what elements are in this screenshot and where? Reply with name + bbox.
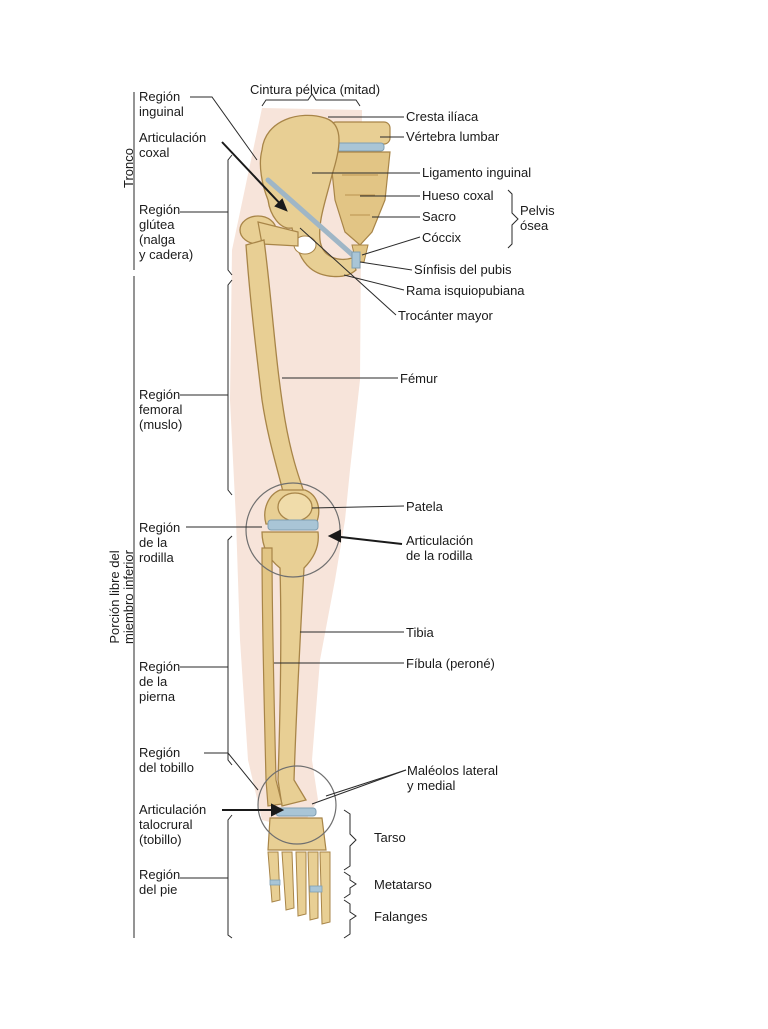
coccyx-label: Cóccix <box>422 230 462 245</box>
fibula-label: Fíbula (peroné) <box>406 656 495 671</box>
tibia-label: Tibia <box>406 625 434 640</box>
knee-joint-label: Articulación de la rodilla <box>406 533 474 563</box>
right-leader-lines <box>274 116 519 939</box>
iliac-crest-label: Cresta ilíaca <box>406 109 479 124</box>
malleoli-label: Maléolos lateral y medial <box>407 763 499 793</box>
lumbar-vertebra <box>329 121 391 152</box>
lumbar-vertebra-label: Vértebra lumbar <box>406 129 500 144</box>
ischiopubic-ramus-label: Rama isquiopubiana <box>406 283 525 298</box>
patella-label: Patela <box>406 499 443 514</box>
inguinal-ligament-label: Ligamento inguinal <box>422 165 532 180</box>
phalanges-label: Falanges <box>374 909 428 924</box>
inguinal-ligament <box>265 177 359 261</box>
left-region-brackets <box>133 92 262 939</box>
leg-region-label: Región de la pierna <box>139 659 181 704</box>
foot-bones <box>267 817 331 925</box>
femoral-region-label: Región femoral (muslo) <box>139 387 183 432</box>
femur-label: Fémur <box>400 371 438 386</box>
free-limb-label: Porción libre del miembro inferior <box>107 550 136 644</box>
patella-bone <box>277 492 313 522</box>
metatarsus-label: Metatarso <box>374 877 432 892</box>
bony-pelvis-label: Pelvis ósea <box>520 203 555 233</box>
tibia-bone <box>261 531 319 807</box>
tarsus-label: Tarso <box>374 830 406 845</box>
hip-bone-label: Hueso coxal <box>422 188 494 203</box>
leader-arrows <box>221 141 403 817</box>
pubic-symphysis-label: Sínfisis del pubis <box>414 262 512 277</box>
pelvic-girdle-brace <box>261 93 361 107</box>
fibula-bone <box>261 547 283 807</box>
hip-bone <box>259 114 357 278</box>
sacrum-label: Sacro <box>422 209 456 224</box>
hip-joint-label: Articulación coxal <box>139 130 207 160</box>
greater-trochanter-label: Trocánter mayor <box>398 308 493 323</box>
trunk-label: Tronco <box>121 148 136 188</box>
gluteal-region-label: Región glútea (nalga y cadera) <box>139 202 194 262</box>
inguinal-region-label: Región inguinal <box>139 89 184 119</box>
knee-region-label: Región de la rodilla <box>139 520 181 565</box>
foot-region-label: Región del pie <box>139 867 181 897</box>
ankle-circle <box>257 765 337 845</box>
ankle-region-label: Región del tobillo <box>139 745 194 775</box>
talocrural-joint-label: Articulación talocrural (tobillo) <box>139 802 207 847</box>
pelvic-girdle-label: Cintura pélvica (mitad) <box>250 82 381 97</box>
